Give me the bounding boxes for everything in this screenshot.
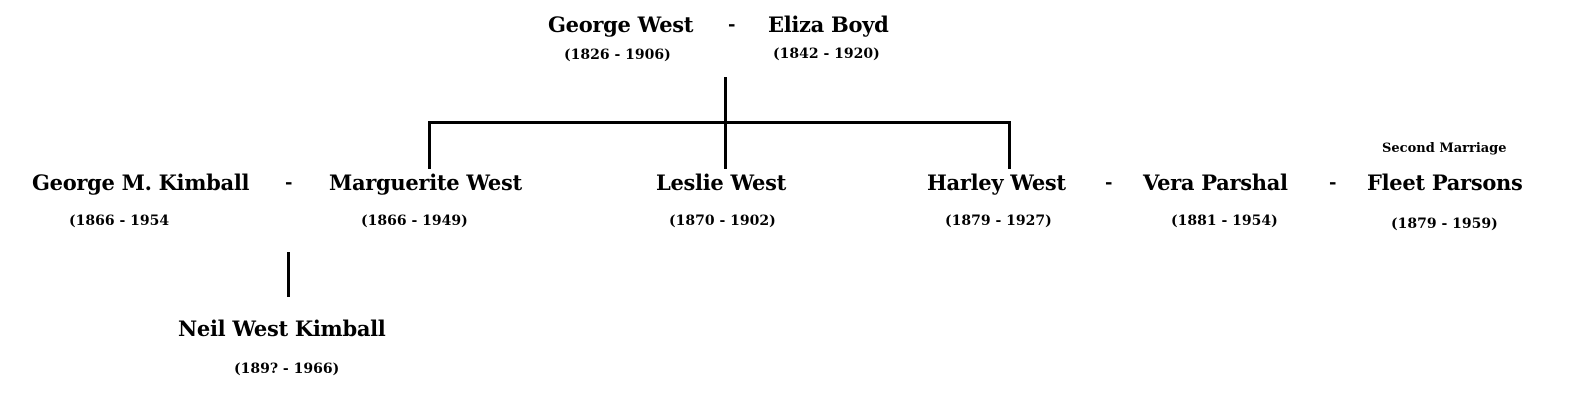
neil-west-kimball-name: Neil West Kimball	[178, 316, 386, 341]
george-west-name: George West	[548, 12, 694, 37]
leslie-west-dates: (1870 - 1902)	[669, 213, 776, 229]
marriage-separator-kimball: -	[285, 172, 293, 193]
eliza-boyd-name: Eliza Boyd	[768, 12, 889, 37]
fleet-parsons-dates: (1879 - 1959)	[1391, 216, 1498, 232]
descent-line-kimball	[287, 252, 290, 297]
marguerite-west-name: Marguerite West	[329, 170, 522, 195]
drop-line-harley	[1008, 121, 1011, 169]
marriage-separator-top: -	[728, 14, 736, 35]
second-marriage-note: Second Marriage	[1382, 141, 1507, 156]
neil-west-kimball-dates: (189? - 1966)	[234, 361, 340, 377]
george-west-dates: (1826 - 1906)	[564, 47, 671, 63]
vera-parshal-name: Vera Parshal	[1143, 170, 1288, 195]
george-m-kimball-name: George M. Kimball	[32, 170, 250, 195]
vera-parshal-dates: (1881 - 1954)	[1171, 213, 1278, 229]
marriage-separator-vera: -	[1329, 172, 1337, 193]
drop-line-marguerite	[428, 121, 431, 169]
fleet-parsons-name: Fleet Parsons	[1367, 170, 1523, 195]
harley-west-name: Harley West	[927, 170, 1066, 195]
eliza-boyd-dates: (1842 - 1920)	[773, 46, 880, 62]
marriage-separator-harley: -	[1105, 172, 1113, 193]
sibling-bar	[428, 121, 1011, 124]
george-m-kimball-dates: (1866 - 1954	[69, 213, 170, 229]
harley-west-dates: (1879 - 1927)	[945, 213, 1052, 229]
leslie-west-name: Leslie West	[656, 170, 787, 195]
marguerite-west-dates: (1866 - 1949)	[361, 213, 468, 229]
